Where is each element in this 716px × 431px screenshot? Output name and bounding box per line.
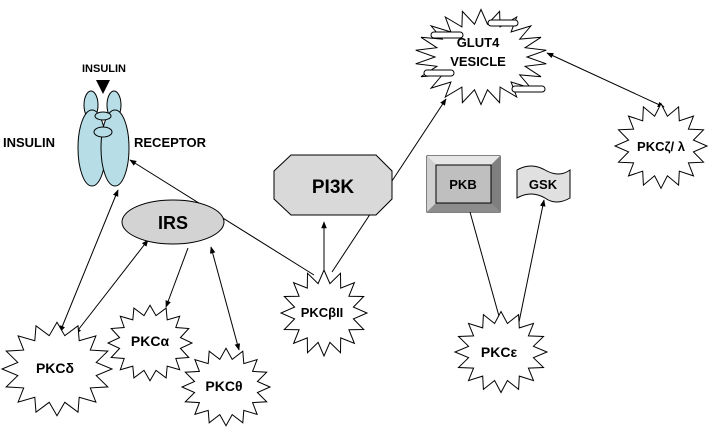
pkc-alpha-label: PKCα: [131, 333, 170, 349]
pkc-delta-label: PKCδ: [36, 360, 74, 376]
pkc-theta-starburst: [180, 347, 272, 427]
pkc-zeta-label: PKCζ/ λ: [637, 139, 686, 154]
line-pkcepsilon-pkb: [469, 211, 503, 328]
arrow-irs-pkcalpha: [165, 247, 189, 308]
glut4-transporter-icons: [423, 19, 546, 93]
irs-node: [121, 199, 225, 245]
insulin-ligand-icon: [96, 80, 110, 94]
arrow-pkcdelta-irs: [74, 239, 149, 335]
irs-label: IRS: [158, 213, 188, 233]
glut4-label-line1: GLUT4: [457, 35, 500, 50]
arrow-pkcepsilon-gsk: [517, 199, 546, 328]
arrow-irs-pkctheta: [209, 246, 241, 351]
insulin-left-label: INSULIN: [3, 135, 55, 150]
pkc-zeta-starburst: [613, 102, 709, 190]
pkc-epsilon-starburst: [453, 310, 549, 394]
pi3k-label: PI3K: [312, 177, 355, 198]
gsk-node: [516, 165, 571, 203]
insulin-receptor-icon: [77, 90, 130, 187]
insulin-top-label: INSULIN: [82, 63, 126, 75]
gsk-label: GSK: [529, 177, 558, 192]
pkc-starbursts: [0, 8, 709, 427]
pkc-beta-starburst: [279, 268, 369, 358]
pkb-node: [426, 155, 501, 213]
arrow-pkcdelta-receptor: [59, 189, 119, 333]
pkc-epsilon-label: PKCε: [481, 344, 518, 360]
pi3k-node: [273, 154, 393, 216]
pkc-delta-starburst: [0, 321, 114, 417]
pkc-theta-label: PKCθ: [205, 378, 242, 394]
receptor-label: RECEPTOR: [134, 135, 207, 150]
pkc-alpha-starburst: [106, 304, 194, 382]
glut4-label-line2: VESICLE: [450, 54, 506, 69]
pkb-label: PKB: [449, 177, 476, 192]
arrow-glut4-pkczeta: [546, 52, 665, 108]
pkc-beta-label: PKCβII: [301, 305, 344, 320]
